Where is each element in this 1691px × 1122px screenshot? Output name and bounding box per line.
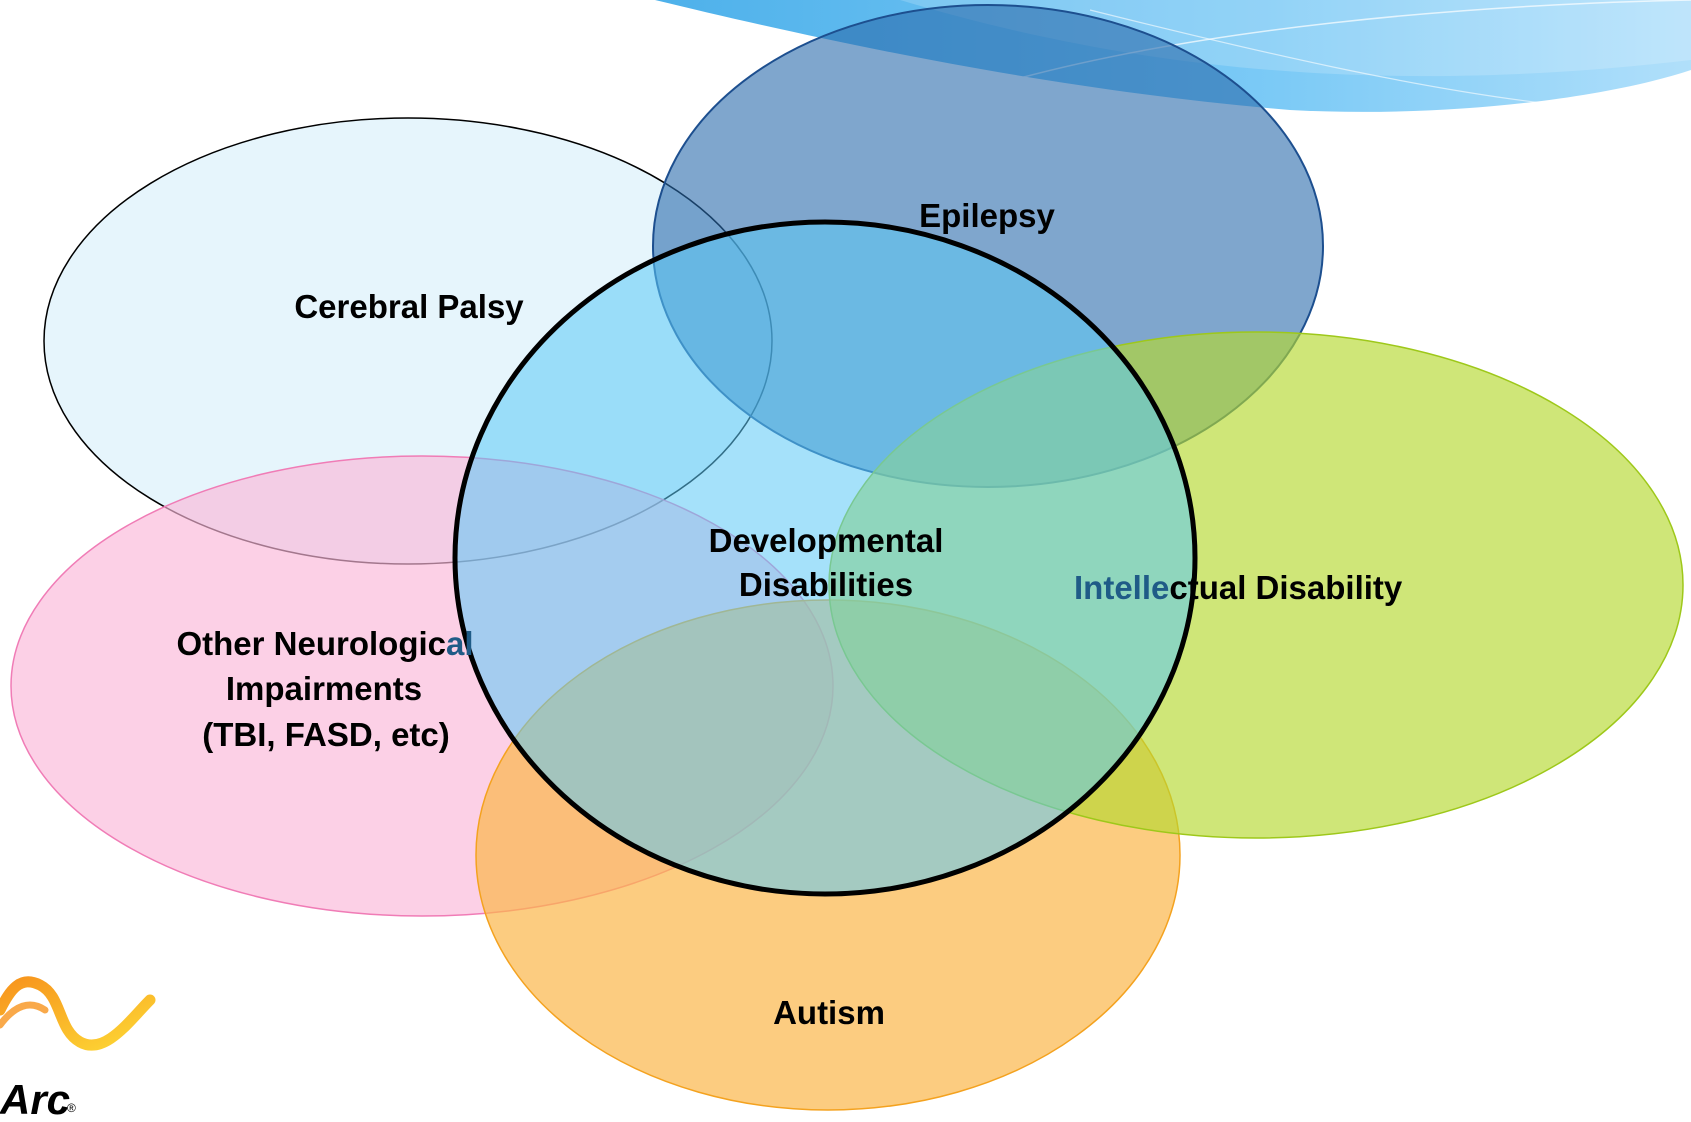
- arc-logo-text: Arc: [0, 1076, 70, 1122]
- other-neurological-label-line1: Other Neurological: [176, 625, 473, 662]
- autism-label: Autism: [773, 994, 885, 1031]
- intellectual-disability-label-part1: Intelle: [1074, 569, 1169, 606]
- intellectual-disability-label-part2: ctual Disability: [1169, 569, 1403, 606]
- cerebral-palsy-label: Cerebral Palsy: [294, 288, 524, 325]
- developmental-disabilities-label-line1: Developmental: [709, 522, 944, 559]
- other-neurological-label-line3: (TBI, FASD, etc): [202, 716, 450, 753]
- other-neurological-label-line2: Impairments: [226, 670, 422, 707]
- developmental-disabilities-circle: [452, 219, 1198, 897]
- arc-logo-swoosh-icon: [0, 976, 156, 1051]
- developmental-disabilities-label-line2: Disabilities: [739, 566, 913, 603]
- arc-logo-registered: ®: [67, 1101, 76, 1115]
- other-neurological-label-line1-part1: Other Neurologic: [176, 625, 446, 662]
- epilepsy-label: Epilepsy: [919, 197, 1055, 234]
- intellectual-disability-label: Intellectual Disability: [1074, 569, 1403, 606]
- arc-logo: Arc ®: [0, 976, 156, 1122]
- other-neurological-label-line1-part2: al: [446, 625, 474, 662]
